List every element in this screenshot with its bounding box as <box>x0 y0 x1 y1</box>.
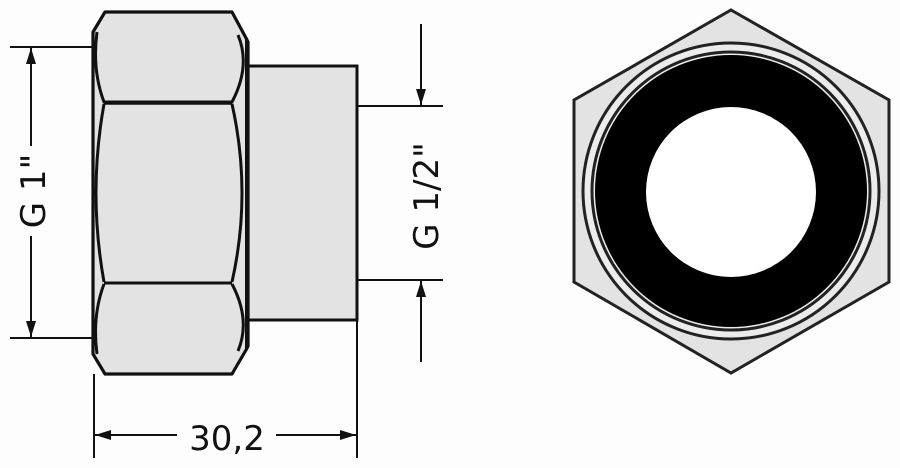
dimension-label-length: 30,2 <box>189 419 265 459</box>
bore-hole <box>646 107 816 277</box>
hex-face-middle <box>94 103 244 283</box>
dimension-g1: G 1" <box>10 46 93 339</box>
hex-nut-body <box>91 10 250 376</box>
dimension-label-g1: G 1" <box>14 154 54 228</box>
side-view <box>91 10 359 376</box>
dimension-g-half: G 1/2" <box>357 24 447 362</box>
dimension-length: 30,2 <box>93 320 358 459</box>
end-view <box>572 8 891 375</box>
pipe-stub <box>246 64 359 322</box>
dimension-label-g-half: G 1/2" <box>407 142 447 250</box>
hex-face-bottom <box>94 283 245 355</box>
